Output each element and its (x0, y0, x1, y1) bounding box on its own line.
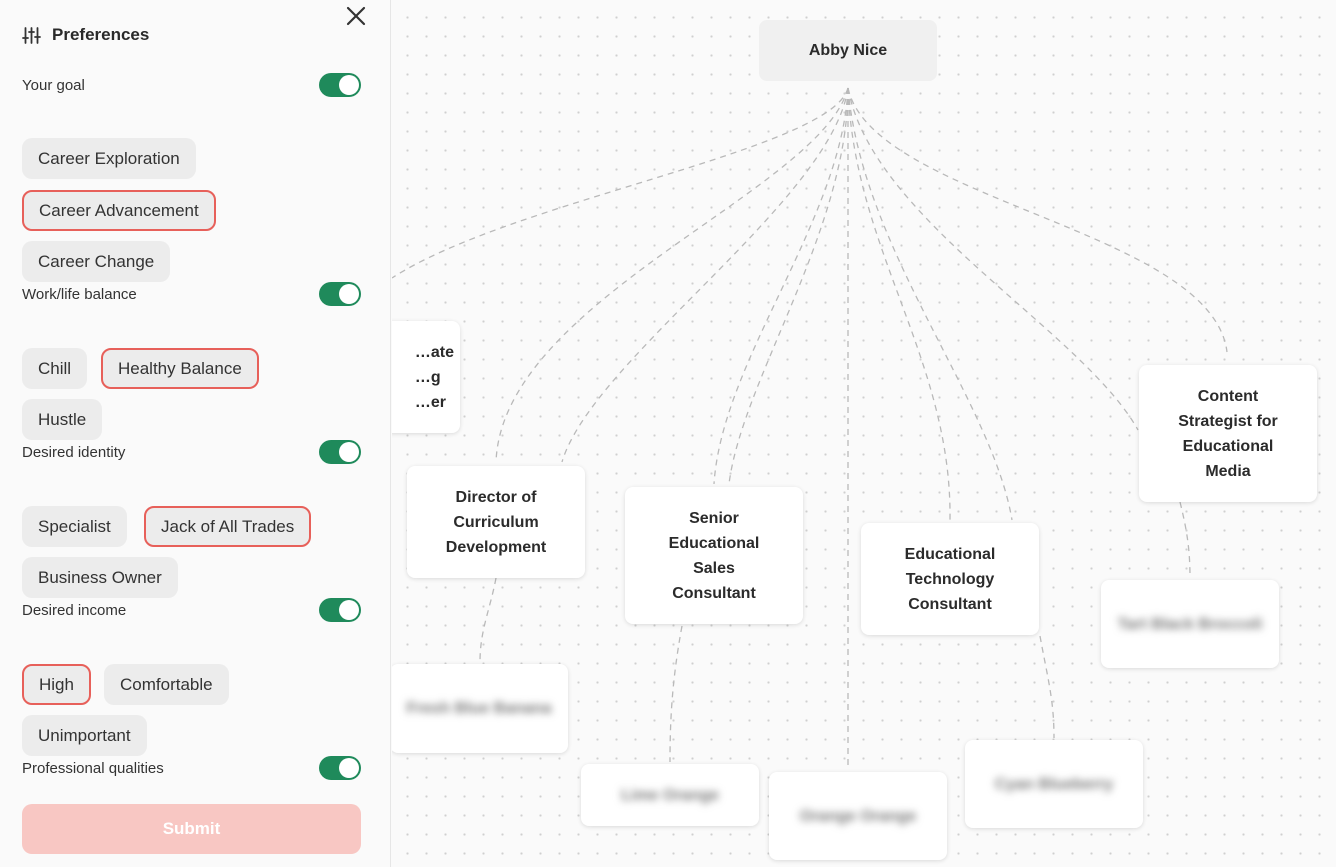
node-label: Orange Orange (799, 807, 917, 825)
career-tree-canvas[interactable]: Abby Nice …ate …g …er Director of Curric… (392, 0, 1336, 867)
node-label: Content Strategist for Educational Media (1178, 387, 1278, 480)
chip-business-owner[interactable]: Business Owner (22, 557, 178, 598)
node-label: Lime Orange (621, 786, 719, 804)
connector (1039, 635, 1055, 739)
root-node[interactable]: Abby Nice (759, 20, 937, 81)
sliders-icon (22, 26, 41, 44)
preferences-panel: Preferences Your goal Career Exploration… (0, 0, 391, 867)
career-node-blurred[interactable]: Fresh Blue Banana (392, 664, 568, 753)
connector (847, 87, 1139, 431)
node-label: Director of Curriculum Development (445, 488, 547, 556)
career-node-blurred[interactable]: Orange Orange (769, 772, 947, 860)
chip-career-advancement[interactable]: Career Advancement (22, 190, 216, 231)
section-label: Your goal (22, 76, 85, 94)
submit-button[interactable]: Submit (22, 804, 361, 854)
goal-toggle[interactable] (319, 73, 361, 97)
connector (392, 87, 849, 279)
node-label: Fresh Blue Banana (406, 700, 552, 717)
work-life-toggle[interactable] (319, 282, 361, 306)
chip-career-change[interactable]: Career Change (22, 241, 171, 282)
section-label: Desired income (22, 601, 127, 619)
income-section: Desired income High Comfortable Unimport… (22, 597, 361, 823)
connector (561, 87, 849, 463)
chip-jack-of-all-trades[interactable]: Jack of All Trades (144, 506, 312, 547)
qualities-toggle[interactable] (319, 756, 361, 780)
income-toggle[interactable] (319, 598, 361, 622)
section-label: Professional qualities (22, 759, 164, 777)
identity-section: Desired identity Specialist Jack of All … (22, 439, 361, 665)
node-label: Senior Educational Sales Consultant (668, 509, 760, 602)
connector (1179, 501, 1191, 579)
goal-section: Your goal Career Exploration Career Adva… (22, 72, 361, 298)
close-icon[interactable] (342, 2, 370, 30)
career-node-blurred[interactable]: Tart Black Broccoli (1101, 580, 1279, 668)
career-node[interactable]: Director of Curriculum Development (407, 466, 585, 578)
tree-connectors (392, 87, 1228, 770)
section-label: Desired identity (22, 443, 126, 461)
work-life-section: Work/life balance Chill Healthy Balance … (22, 281, 361, 507)
node-label: …ate …g …er (414, 343, 454, 411)
connector (713, 87, 849, 485)
node-label: Tart Black Broccoli (1117, 615, 1263, 633)
chip-specialist[interactable]: Specialist (22, 506, 127, 547)
connector (495, 87, 849, 463)
chip-healthy-balance[interactable]: Healthy Balance (101, 348, 259, 389)
chip-chill[interactable]: Chill (22, 348, 88, 389)
section-label: Work/life balance (22, 285, 137, 303)
career-node-blurred[interactable]: Cyan Blueberry (965, 740, 1143, 828)
career-node[interactable]: …ate …g …er (392, 321, 460, 433)
chip-career-exploration[interactable]: Career Exploration (22, 138, 196, 179)
panel-title: Preferences (52, 25, 150, 44)
connector (847, 87, 951, 521)
connector (479, 577, 497, 663)
chip-unimportant[interactable]: Unimportant (22, 715, 147, 756)
chip-high[interactable]: High (22, 664, 91, 705)
identity-toggle[interactable] (319, 440, 361, 464)
career-node[interactable]: Content Strategist for Educational Media (1139, 365, 1317, 502)
connector (847, 87, 1013, 521)
connector (728, 87, 849, 485)
chip-comfortable[interactable]: Comfortable (104, 664, 229, 705)
chip-hustle[interactable]: Hustle (22, 399, 103, 440)
node-label: Educational Technology Consultant (904, 545, 996, 613)
career-node-blurred[interactable]: Lime Orange (581, 764, 759, 826)
career-node[interactable]: Educational Technology Consultant (861, 523, 1039, 635)
connector (669, 625, 683, 763)
panel-header: Preferences (22, 24, 149, 46)
career-node[interactable]: Senior Educational Sales Consultant (625, 487, 803, 624)
qualities-section: Professional qualities (22, 755, 361, 781)
node-label: Cyan Blueberry (994, 775, 1114, 793)
node-label: Abby Nice (808, 42, 888, 59)
